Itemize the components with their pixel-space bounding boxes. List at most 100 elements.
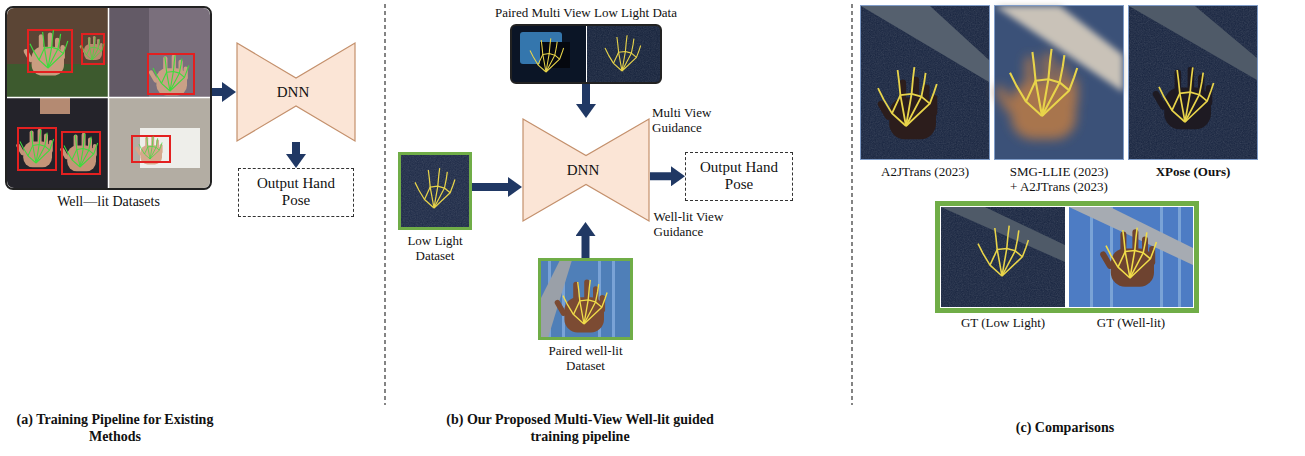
panel-caption: (b) Our Proposed Multi-View Well-lit gui… [445,412,715,446]
edge-label: Multi View Guidance [652,106,728,136]
image-caption: Well—lit Datasets [9,194,209,210]
well-lit-photo [612,260,615,338]
dataset-photos [7,8,108,97]
comparison-photos [978,226,1028,276]
box-label: Output Hand Pose [247,175,345,210]
image-caption: Low Light Dataset [390,234,480,264]
dataset-photos [148,54,194,94]
dataset-photos [153,55,189,91]
guidance-arrow [212,88,222,96]
dnn-block: DNN [522,118,650,222]
edge-label: Well-lit View Guidance [654,210,730,240]
multi-view-photos [587,26,660,82]
comparison-photos [861,6,989,159]
panel-separator [384,4,385,405]
multi-view-photos [512,26,586,82]
image-caption: Paired Multi View Low Light Data [471,6,701,21]
dataset-photos [15,129,52,167]
output-box: Output Hand Pose [685,152,793,201]
dnn-block: DNN [236,42,356,142]
image-caption: GT (Low Light) [941,316,1065,331]
dnn-shape [237,43,355,141]
result-image: A2JTrans (2023) [860,5,990,160]
dataset-photos [132,136,170,162]
well-lit-image: Paired well-lit Dataset [538,258,633,340]
dataset-photos [109,98,210,188]
dataset-photos [7,98,108,188]
comparison-photos [1129,6,1257,159]
result-image: XPose (Ours) [1128,5,1258,160]
low-light-image: Low Light Dataset [398,152,472,230]
dataset-photos [109,8,210,97]
image-caption: A2JTrans (2023) [860,165,990,180]
comparison-photos [878,67,937,126]
comparison-photos [1160,207,1163,307]
guidance-arrow [650,172,671,180]
well-lit-photo [540,260,631,338]
dataset-photos [139,136,162,159]
gt-frame [938,204,1197,311]
multi-view-photos [605,35,641,71]
image-caption: GT (Well-lit) [1069,316,1193,331]
dataset-photos [59,133,96,171]
low-light-photo [400,154,470,228]
comparison-photos [1069,207,1193,307]
well-lit-photo [563,280,607,324]
dataset-photos [148,55,188,96]
comparison-photos [941,207,1065,307]
result-image: SMG-LLIE (2023) + A2JTrans (2023) [994,5,1124,160]
block-label: DNN [236,84,356,101]
dataset-collage: Well—lit Datasets [5,6,212,190]
box-label: Output Hand Pose [694,159,784,194]
comparison-photos [941,207,1065,307]
comparison-photos [877,77,938,139]
ground-truth-image: GT (Well-lit) [1069,207,1193,307]
well-lit-photo [554,280,605,333]
comparison-photos [861,6,989,159]
comparison-photos [1090,207,1093,307]
output-box: Output Hand Pose [238,168,354,217]
multi-view-photos [512,26,660,82]
multi-view-photos [530,38,564,72]
comparison-photos [1106,228,1156,278]
dataset-photos [135,136,163,165]
image-caption: XPose (Ours) [1128,165,1258,180]
guidance-arrow [582,236,590,258]
low-light-photo [415,168,455,208]
multi-view-pair: Paired Multi View Low Light Data [510,24,662,84]
dataset-photos [109,8,149,97]
dataset-photos [28,30,72,72]
multi-view-photos [587,26,660,82]
multi-view-photos [586,26,587,82]
guidance-arrow [472,183,508,191]
comparison-photos [1010,49,1077,116]
image-caption: SMG-LLIE (2023) + A2JTrans (2023) [1007,165,1111,195]
dataset-photos [30,30,68,68]
dataset-photos [20,129,54,163]
dataset-photos [64,133,98,167]
well-lit-photo [540,260,631,338]
dnn-shape [523,119,649,221]
dataset-photos [7,97,210,99]
low-light-photo [400,154,470,228]
guidance-arrow [292,142,300,154]
panel-separator [851,4,852,405]
comparison-photos [1159,67,1214,122]
comparison-photos [941,207,1065,262]
block-label: DNN [522,162,650,179]
comparison-photos [861,6,989,82]
comparison-photos [994,53,1078,139]
dataset-photos [62,132,100,174]
dataset-photos [82,34,104,64]
guidance-arrow [582,84,590,104]
dataset-photos [18,128,56,170]
dataset-photos [81,37,104,60]
comparison-photos [1129,6,1257,159]
ground-truth-image: GT (Low Light) [941,207,1065,307]
dataset-photos [40,98,70,114]
dataset-photos [7,8,210,188]
image-caption: Paired well-lit Dataset [531,344,641,374]
